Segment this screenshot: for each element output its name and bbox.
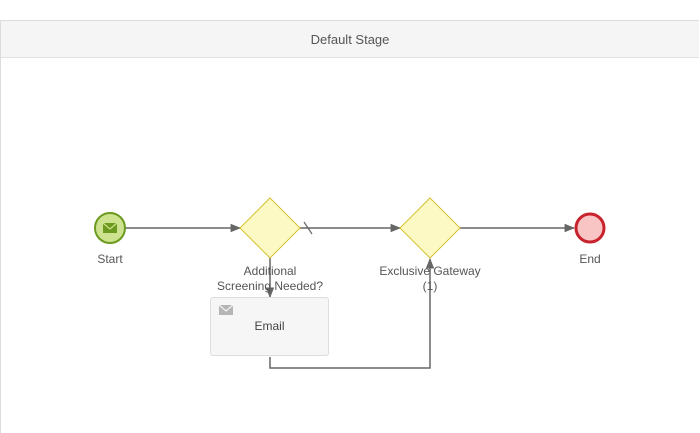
gateway1-label-line1: Additional xyxy=(243,264,297,278)
start-label: Start xyxy=(97,252,123,266)
sequence-flows xyxy=(125,221,576,369)
envelope-icon xyxy=(102,222,118,233)
stage-header: Default Stage xyxy=(1,21,699,58)
flow-email-to-gateway2[interactable] xyxy=(269,257,435,369)
end-label: End xyxy=(579,252,601,266)
stage-title: Default Stage xyxy=(310,31,390,47)
exclusive-gateway[interactable] xyxy=(399,197,461,259)
start-event[interactable] xyxy=(94,212,126,244)
gateway1-label-line2: Screening Needed? xyxy=(216,279,324,293)
email-task-label: Email xyxy=(254,319,285,333)
gateway-additional-screening[interactable] xyxy=(239,197,301,259)
envelope-icon xyxy=(219,304,233,315)
default-flow-marker xyxy=(303,221,313,235)
gateway2-label-line1: Exclusive Gateway xyxy=(379,264,481,278)
email-task[interactable]: Email xyxy=(210,297,329,356)
gateway1-label: Additional Screening Needed? xyxy=(200,264,340,294)
gateway2-label-line2: (1) xyxy=(422,279,438,293)
end-event[interactable] xyxy=(574,212,606,244)
gateway2-label: Exclusive Gateway (1) xyxy=(360,264,500,294)
